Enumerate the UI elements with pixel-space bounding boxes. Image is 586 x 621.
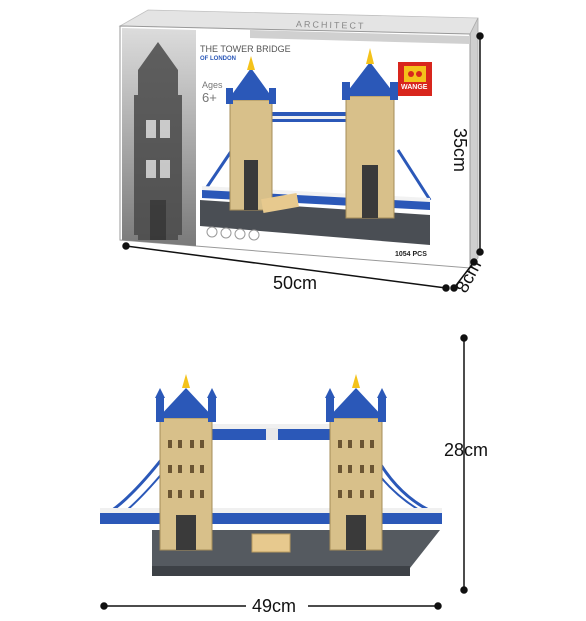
- box-feature-icons: [206, 226, 260, 241]
- model-height-label: 28cm: [444, 440, 489, 460]
- box-title: THE TOWER BRIDGE: [200, 44, 291, 54]
- box-logo-text: WANGE: [401, 84, 428, 91]
- model-width-label: 49cm: [252, 596, 297, 616]
- photo-tower: [134, 42, 182, 240]
- box-ages-label: Ages: [202, 80, 223, 90]
- box-piece-count: 1054 PCS: [395, 251, 427, 258]
- box-ages-value: 6+: [202, 90, 217, 105]
- model-name-plaque: [251, 533, 291, 553]
- box-width-label: 50cm: [273, 273, 318, 293]
- box-dimension-lines: [122, 32, 484, 292]
- left-tower: [155, 374, 217, 551]
- box-model: [200, 48, 432, 245]
- model-dimension-lines: [100, 334, 468, 610]
- right-tower: [325, 374, 387, 551]
- box-subtitle: OF LONDON: [200, 56, 236, 62]
- product-box: [118, 9, 479, 270]
- box-height-label: 35cm: [450, 128, 470, 173]
- wange-logo: [398, 62, 432, 96]
- box-brand-line: ARCHITECT: [295, 19, 366, 31]
- bridge-model: [100, 374, 442, 576]
